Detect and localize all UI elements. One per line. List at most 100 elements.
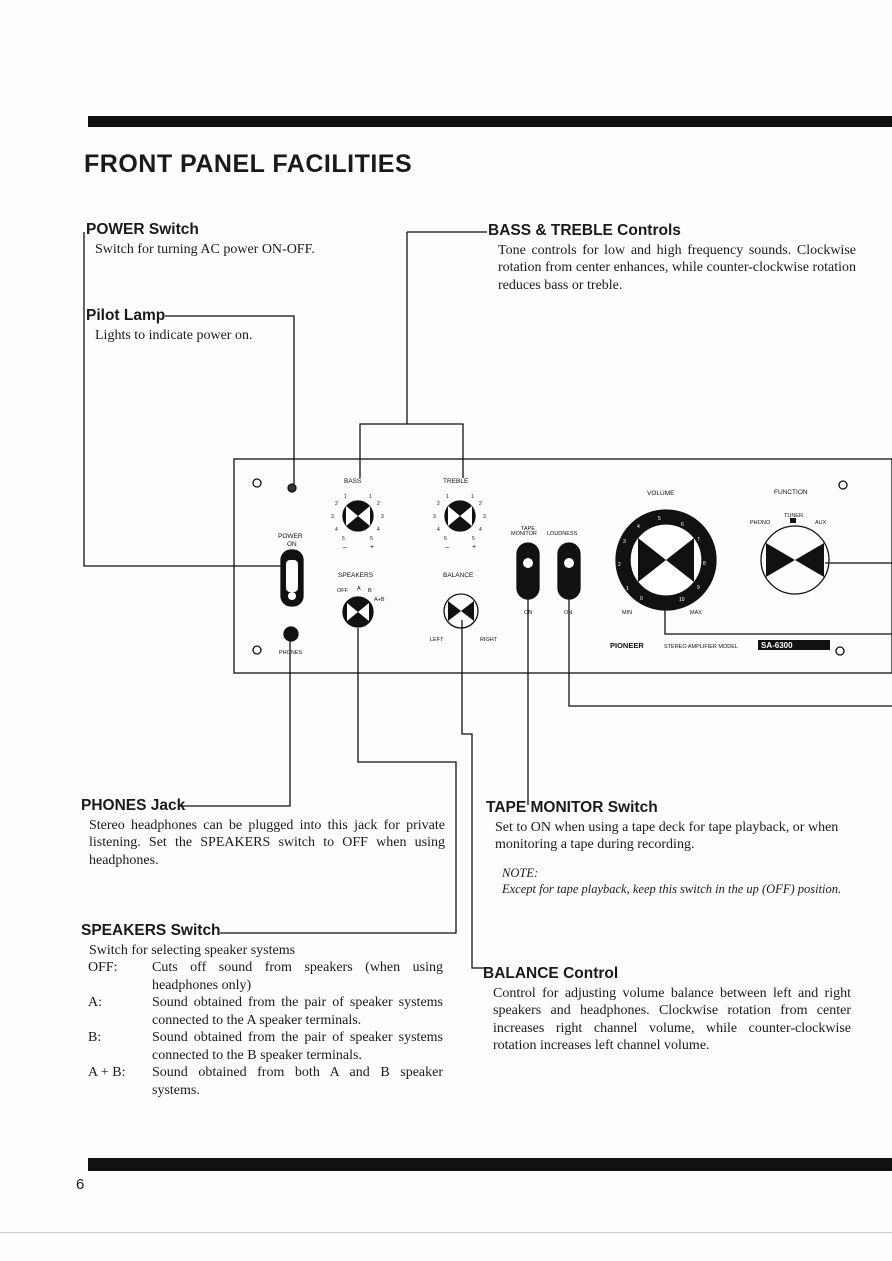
treble-tick-label: 5 (444, 536, 447, 542)
label-off: OFF (337, 588, 349, 594)
treble-tick-label: 3 (483, 514, 486, 520)
label-bass: BASS (344, 478, 362, 485)
bass-treble-heading: BASS & TREBLE Controls (488, 222, 681, 239)
bass-tick-label: 5 (370, 536, 373, 542)
label-speakers: SPEAKERS (338, 572, 374, 579)
pilot-lamp-body: Lights to indicate power on. (95, 327, 253, 343)
label-loudness-on: ON (564, 610, 572, 616)
panel-screw (252, 478, 262, 488)
list-item: B:Sound obtained from the pair of speake… (88, 1030, 443, 1063)
label-tape: TAPE (521, 526, 535, 532)
label-power-on: ON (287, 541, 297, 548)
bass-tick-label: 4 (377, 527, 380, 533)
bass-tick-label: 1 (344, 494, 347, 500)
balance-control-section: BALANCE Control Control for adjusting vo… (483, 965, 851, 1055)
volume-tick-label: 0 (640, 596, 643, 602)
bottom-rule (88, 1158, 892, 1171)
volume-tick-label: 9 (697, 585, 700, 591)
page-title: FRONT PANEL FACILITIES (84, 150, 413, 178)
tape-monitor-section: TAPE MONITOR Switch Set to ON when using… (486, 799, 854, 897)
treble-tick-label: 2 (437, 501, 440, 507)
power-switch (280, 549, 304, 607)
volume-tick-label: 2 (618, 562, 621, 568)
label-max: MAX (690, 610, 702, 616)
speakers-switch-heading: SPEAKERS Switch (81, 922, 221, 939)
note-label: NOTE: (502, 865, 539, 880)
label-left: LEFT (430, 637, 444, 643)
tape-monitor-switch (516, 542, 540, 600)
label-volume: VOLUME (647, 490, 675, 497)
volume-tick-label: 5 (658, 516, 661, 522)
label-monitor: MONITOR (511, 531, 537, 537)
top-rule (88, 116, 892, 127)
volume-tick-label: 3 (623, 539, 626, 545)
label-tape-on: ON (524, 610, 532, 616)
treble-plus: + (472, 544, 476, 551)
treble-tick-label: 4 (437, 527, 440, 533)
page-bottom-line (0, 1232, 892, 1233)
speakers-switch-section: SPEAKERS Switch Switch for selecting spe… (81, 922, 451, 1099)
bass-tick-label: 2 (377, 501, 380, 507)
label-treble: TREBLE (443, 478, 469, 485)
bass-tick-label: 2 (335, 501, 338, 507)
list-item: OFF:Cuts off sound from speakers (when u… (88, 960, 443, 993)
bass-treble-body: Tone controls for low and high frequency… (498, 242, 856, 293)
function-knob (760, 518, 830, 595)
bass-knob (342, 500, 374, 532)
balance-control-body: Control for adjusting volume balance bet… (493, 985, 851, 1054)
label-function: FUNCTION (774, 489, 808, 496)
loudness-switch (557, 542, 581, 600)
panel-screw (252, 645, 262, 655)
treble-tick-label: 5 (472, 536, 475, 542)
label-phono: PHONO (750, 520, 771, 526)
speakers-knob (342, 596, 374, 628)
balance-control-heading: BALANCE Control (483, 965, 619, 982)
phones-jack-body: Stereo headphones can be plugged into th… (89, 817, 445, 868)
volume-knob (615, 509, 717, 611)
balance-knob (443, 593, 479, 629)
pilot-lamp-indicator (287, 483, 297, 493)
volume-tick-label: 10 (679, 597, 685, 603)
tape-monitor-heading: TAPE MONITOR Switch (486, 799, 658, 816)
phones-jack-heading: PHONES Jack (81, 797, 186, 814)
treble-tick-label: 1 (471, 494, 474, 500)
treble-minus: – (445, 544, 449, 551)
page-number: 6 (76, 1176, 85, 1193)
pilot-lamp-section: Pilot Lamp Lights to indicate power on. (86, 307, 346, 344)
panel-outline (233, 458, 892, 674)
tape-monitor-note: NOTE: Except for tape playback, keep thi… (486, 865, 854, 897)
note-body: Except for tape playback, keep this swit… (502, 881, 842, 896)
bass-tick-label: 5 (342, 536, 345, 542)
label-tuner: TUNER (784, 513, 803, 519)
treble-tick-label: 3 (433, 514, 436, 520)
volume-tick-label: 4 (637, 524, 640, 530)
treble-tick-label: 4 (479, 527, 482, 533)
volume-tick-label: 7 (697, 537, 700, 543)
bass-tick-label: 3 (381, 514, 384, 520)
label-a: A (357, 586, 361, 592)
bass-tick-label: 4 (335, 527, 338, 533)
label-power: POWER (278, 533, 303, 540)
power-switch-section: POWER Switch Switch for turning AC power… (86, 221, 386, 258)
speakers-options: OFF:Cuts off sound from speakers (when u… (88, 959, 443, 1099)
list-item: A + B:Sound obtained from both A and B s… (88, 1065, 443, 1098)
bass-tick-label: 3 (331, 514, 334, 520)
label-balance: BALANCE (443, 572, 474, 579)
panel-screw (835, 646, 845, 656)
label-aux: AUX (815, 520, 827, 526)
bass-treble-section: BASS & TREBLE Controls Tone controls for… (488, 222, 856, 294)
volume-tick-label: 1 (626, 586, 629, 592)
treble-tick-label: 2 (479, 501, 482, 507)
treble-tick-label: 1 (446, 494, 449, 500)
bass-tick-label: 1 (369, 494, 372, 500)
power-switch-heading: POWER Switch (86, 221, 199, 238)
speakers-switch-intro: Switch for selecting speaker systems (89, 942, 296, 958)
model-badge (758, 640, 830, 650)
phones-jack-section: PHONES Jack Stereo headphones can be plu… (81, 797, 445, 869)
volume-tick-label: 6 (681, 522, 684, 528)
bass-plus: + (370, 544, 374, 551)
panel-screw (838, 480, 848, 490)
power-switch-body: Switch for turning AC power ON-OFF. (95, 241, 315, 257)
label-right: RIGHT (480, 637, 498, 643)
label-brand-sub: STEREO AMPLIFIER MODEL (664, 644, 738, 650)
